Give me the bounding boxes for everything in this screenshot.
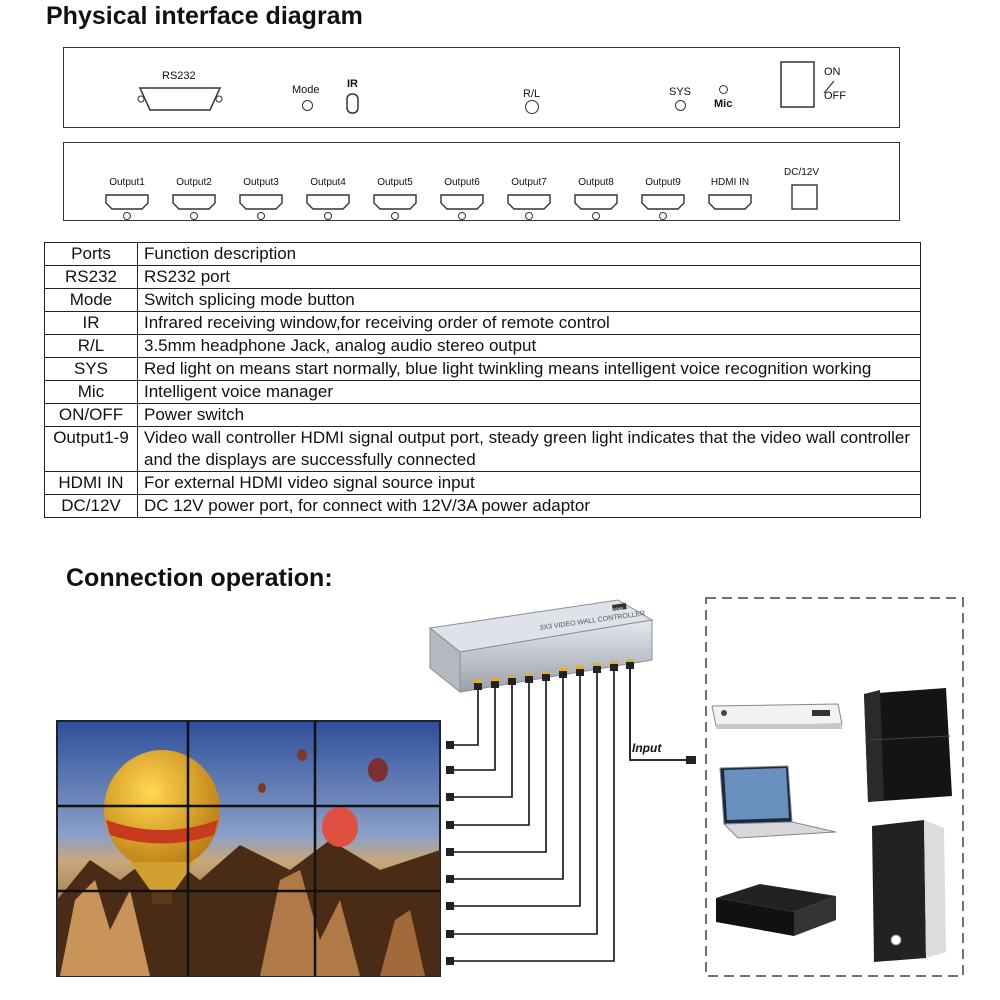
video-wall bbox=[57, 721, 440, 976]
cable-connector-icons bbox=[446, 661, 634, 965]
dvd-player-icon bbox=[712, 704, 842, 729]
input-connector-icon bbox=[686, 756, 696, 764]
desktop-pc-icon bbox=[872, 820, 946, 962]
game-console-icon bbox=[864, 688, 952, 802]
set-top-box-icon bbox=[716, 884, 836, 936]
video-wall-controller-device: 3X3 VIDEO WALL CONTROLLER HDMI bbox=[430, 600, 652, 692]
input-label: Input bbox=[632, 741, 662, 755]
output-cables bbox=[452, 669, 614, 961]
laptop-icon bbox=[720, 766, 836, 838]
